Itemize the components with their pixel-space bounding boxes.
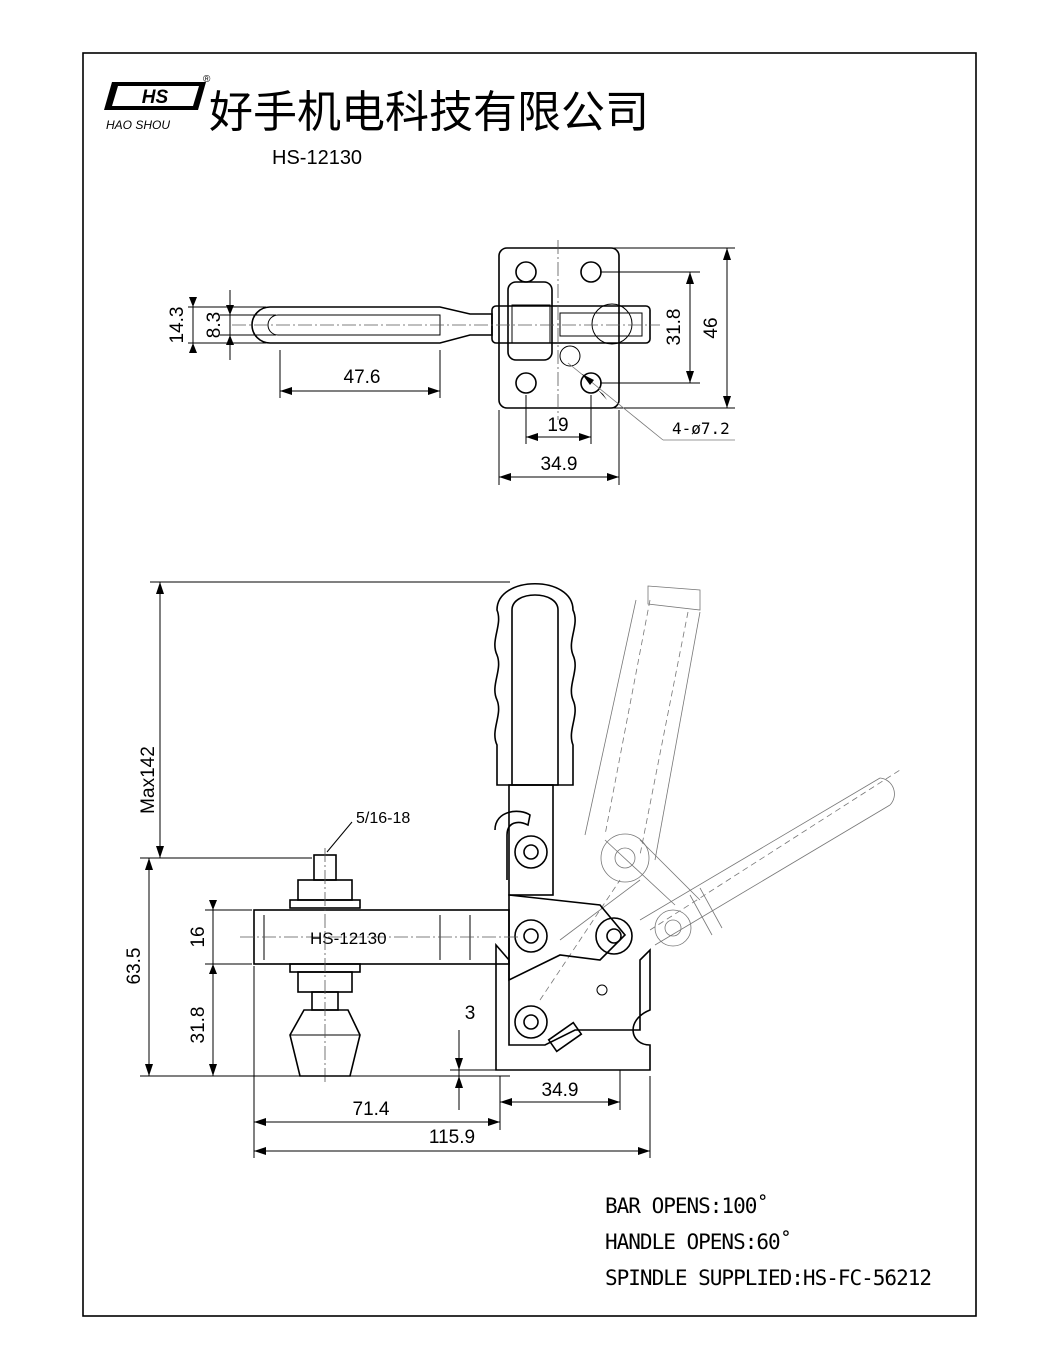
note-bar-opens: BAR OPENS:100˚ <box>605 1194 768 1218</box>
handle-arm <box>508 784 554 896</box>
dim-max142: Max142 <box>138 746 159 814</box>
dim-31-8: 31.8 <box>664 309 685 346</box>
dim-46: 46 <box>701 317 722 338</box>
handle-outline <box>251 306 493 344</box>
side-view: HS-12130 Max142 5/16-18 63.5 16 <box>124 581 901 1158</box>
dim-14-3: 14.3 <box>167 307 188 344</box>
dim-19: 19 <box>547 415 568 436</box>
top-view: 14.3 8.3 47.6 19 34.9 31.8 <box>167 240 735 485</box>
base-plate <box>498 247 620 409</box>
note-spindle-supplied: SPINDLE SUPPLIED:HS-FC-56212 <box>605 1266 931 1290</box>
dim-115-9: 115.9 <box>429 1127 475 1148</box>
dim-47-6: 47.6 <box>344 367 381 388</box>
clamp-body <box>495 942 651 1071</box>
company-logo: HS ® HAO SHOU <box>104 74 211 132</box>
logo-registered-mark: ® <box>203 74 211 85</box>
logo-subtitle: HAO SHOU <box>106 118 170 132</box>
spec-notes: BAR OPENS:100˚ HANDLE OPENS:60˚ SPINDLE … <box>605 1194 932 1290</box>
open-position-outline <box>539 585 901 1001</box>
company-name: 好手机电科技有限公司 <box>209 87 649 138</box>
dim-thread: 5/16-18 <box>356 810 410 827</box>
sheet-border <box>82 52 977 1317</box>
dim-16: 16 <box>188 926 209 947</box>
handle-grip <box>494 583 576 786</box>
dim-3: 3 <box>465 1003 476 1024</box>
model-number: HS-12130 <box>272 147 362 169</box>
dim-8-3: 8.3 <box>204 312 225 338</box>
dim-71-4: 71.4 <box>353 1099 390 1120</box>
dim-34-9: 34.9 <box>541 454 578 475</box>
hole-note: 4-ø7.2 <box>672 419 730 438</box>
bar-model-label: HS-12130 <box>310 929 387 948</box>
dim-63-5: 63.5 <box>124 948 145 985</box>
dim-34-9-side: 34.9 <box>542 1080 579 1101</box>
note-handle-opens: HANDLE OPENS:60˚ <box>605 1230 791 1254</box>
dim-31-8-side: 31.8 <box>188 1007 209 1044</box>
logo-letters: HS <box>142 87 169 108</box>
